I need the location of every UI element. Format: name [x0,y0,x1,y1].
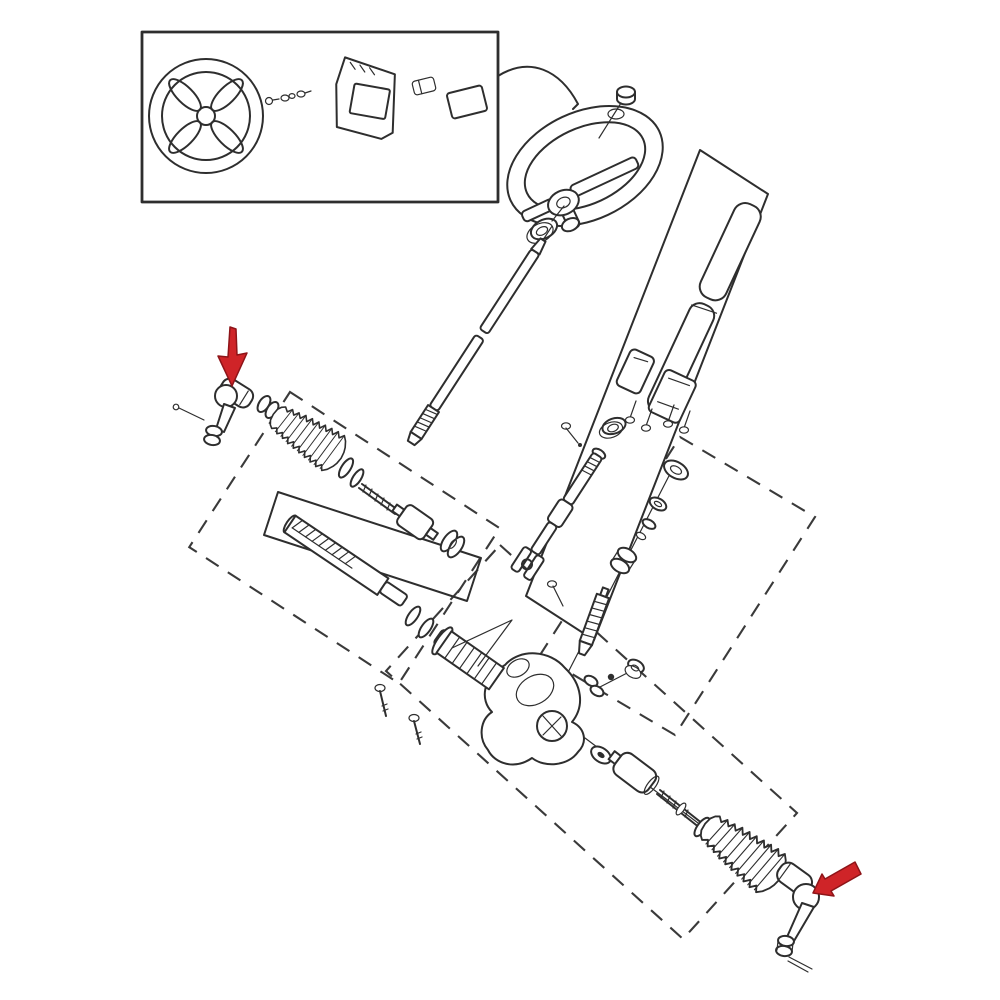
housing-bracket-outline [451,619,513,667]
rack-o-rings [404,605,435,639]
pinion-shaft [577,586,611,657]
wheel-nut [598,85,636,139]
column-mount-bushing [598,416,627,439]
inset-detail-box [140,30,579,204]
intermediate-shaft [510,447,607,581]
outer-tie-rod-end-right [776,861,820,942]
side-bushing [583,674,605,698]
callout-arrow-right [812,861,862,897]
castle-nut-right [775,934,795,958]
inner-joint-right [607,750,660,795]
leader-line [497,65,579,110]
steering-wheel [506,105,664,233]
side-nut [624,658,645,679]
u-joint-yoke [510,546,545,581]
mount-bolt-left [374,683,389,717]
rack-bar [282,514,408,607]
thrust-washer-left [439,529,466,559]
gear-housing [480,652,585,766]
inset-border [140,30,500,204]
column-shroud-upper [698,202,762,302]
inner-tie-rod-right [656,789,704,829]
mount-bolt-right [408,713,423,745]
pinion-seal [663,459,689,481]
inner-tie-rod-left [358,483,399,515]
pinion-bushing [609,546,638,575]
steering-wheel-front-view [148,58,264,174]
housing-flange [536,710,568,742]
callout-arrow-left [217,326,248,387]
horn-pad-screws [264,90,312,106]
steering-main-shaft [406,225,553,447]
cotter-pin-left [172,403,205,421]
stud-nut-left [203,424,223,447]
outer-tie-rod-end-left [214,377,255,433]
pinch-bolt-lower [546,580,564,607]
ribbed-mount-tube [431,626,505,691]
inner-joint-left [391,503,439,541]
boot-clamps-left [337,457,365,488]
dashed-group-left [187,390,502,685]
pinch-bolt-upper [560,422,582,447]
side-ball [607,673,615,681]
trim-pad [446,84,488,120]
airbag-module [335,56,396,140]
connector-clip [411,76,437,96]
tie-rod-stud-left [215,403,236,433]
cotter-pin-right [787,956,813,973]
pinion-rings [635,496,668,541]
column-mount-bracket [615,348,697,424]
